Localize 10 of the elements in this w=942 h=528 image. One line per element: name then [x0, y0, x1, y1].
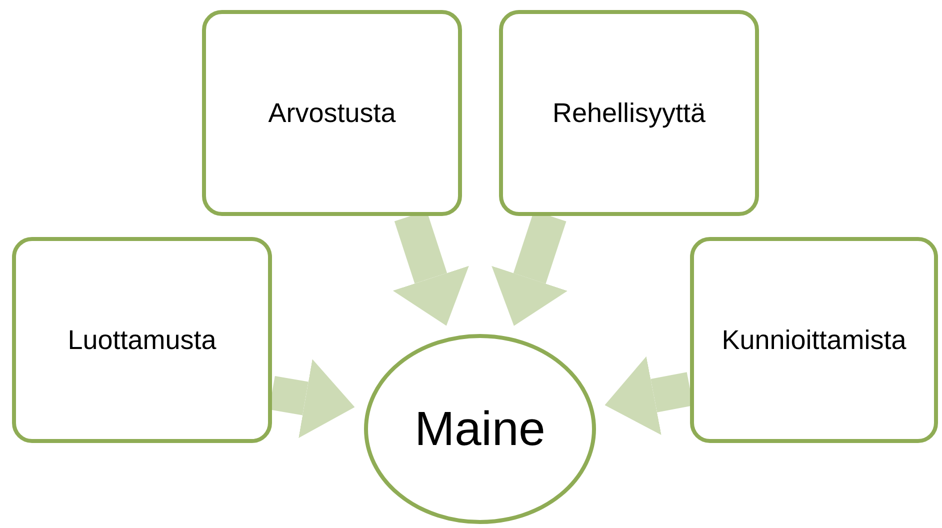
node-label: Kunnioittamista [722, 324, 906, 356]
node-label: Luottamusta [68, 324, 216, 356]
node-label: Rehellisyyttä [552, 98, 706, 128]
rounded-box [690, 237, 938, 443]
node-label: Arvostusta [268, 98, 396, 128]
rounded-box [12, 237, 272, 443]
node-label: Maine [414, 402, 546, 456]
rounded-box [499, 10, 759, 216]
rounded-box [202, 10, 462, 216]
ellipse-node [364, 334, 596, 524]
